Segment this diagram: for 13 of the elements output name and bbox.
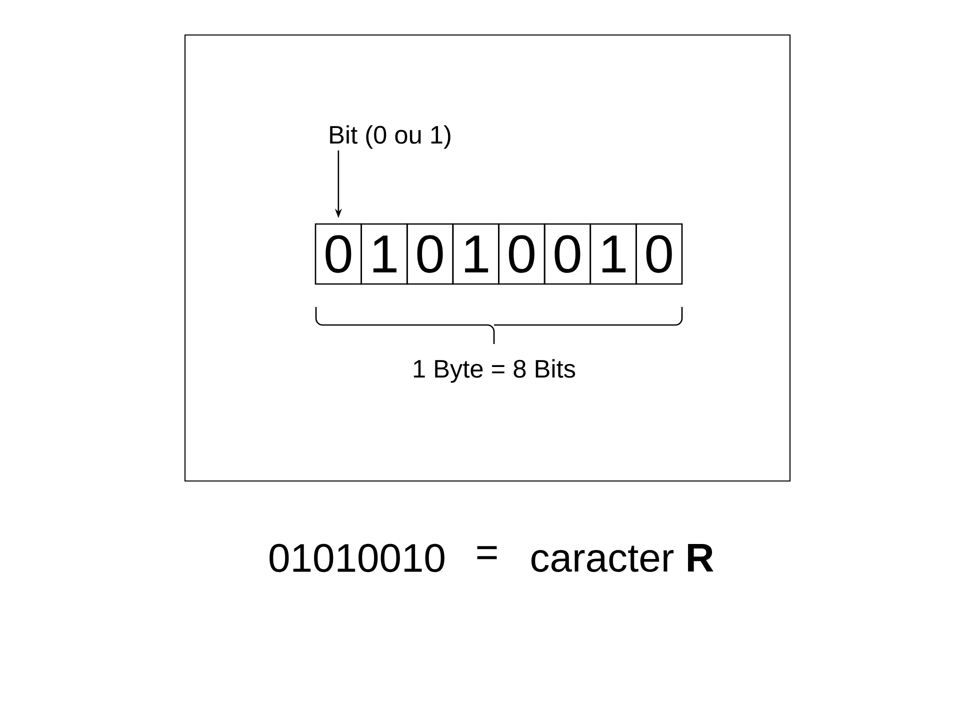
bit-cell: 1 [360, 223, 408, 285]
byte-label: 1 Byte = 8 Bits [414, 359, 576, 383]
bit-label: Bit (0 ou 1) [330, 125, 450, 149]
equals-sign: = [477, 546, 497, 560]
bit-cell: 0 [544, 223, 592, 285]
bit-cell: 0 [498, 223, 546, 285]
binary-code: 01010010 [270, 544, 444, 572]
character-label: caracter R [531, 544, 714, 572]
bit-cell: 1 [452, 223, 500, 285]
bit-cell: 1 [590, 223, 637, 285]
bit-cell: 0 [406, 223, 454, 285]
bit-cell: 0 [636, 223, 683, 285]
bit-cell: 0 [314, 223, 362, 285]
